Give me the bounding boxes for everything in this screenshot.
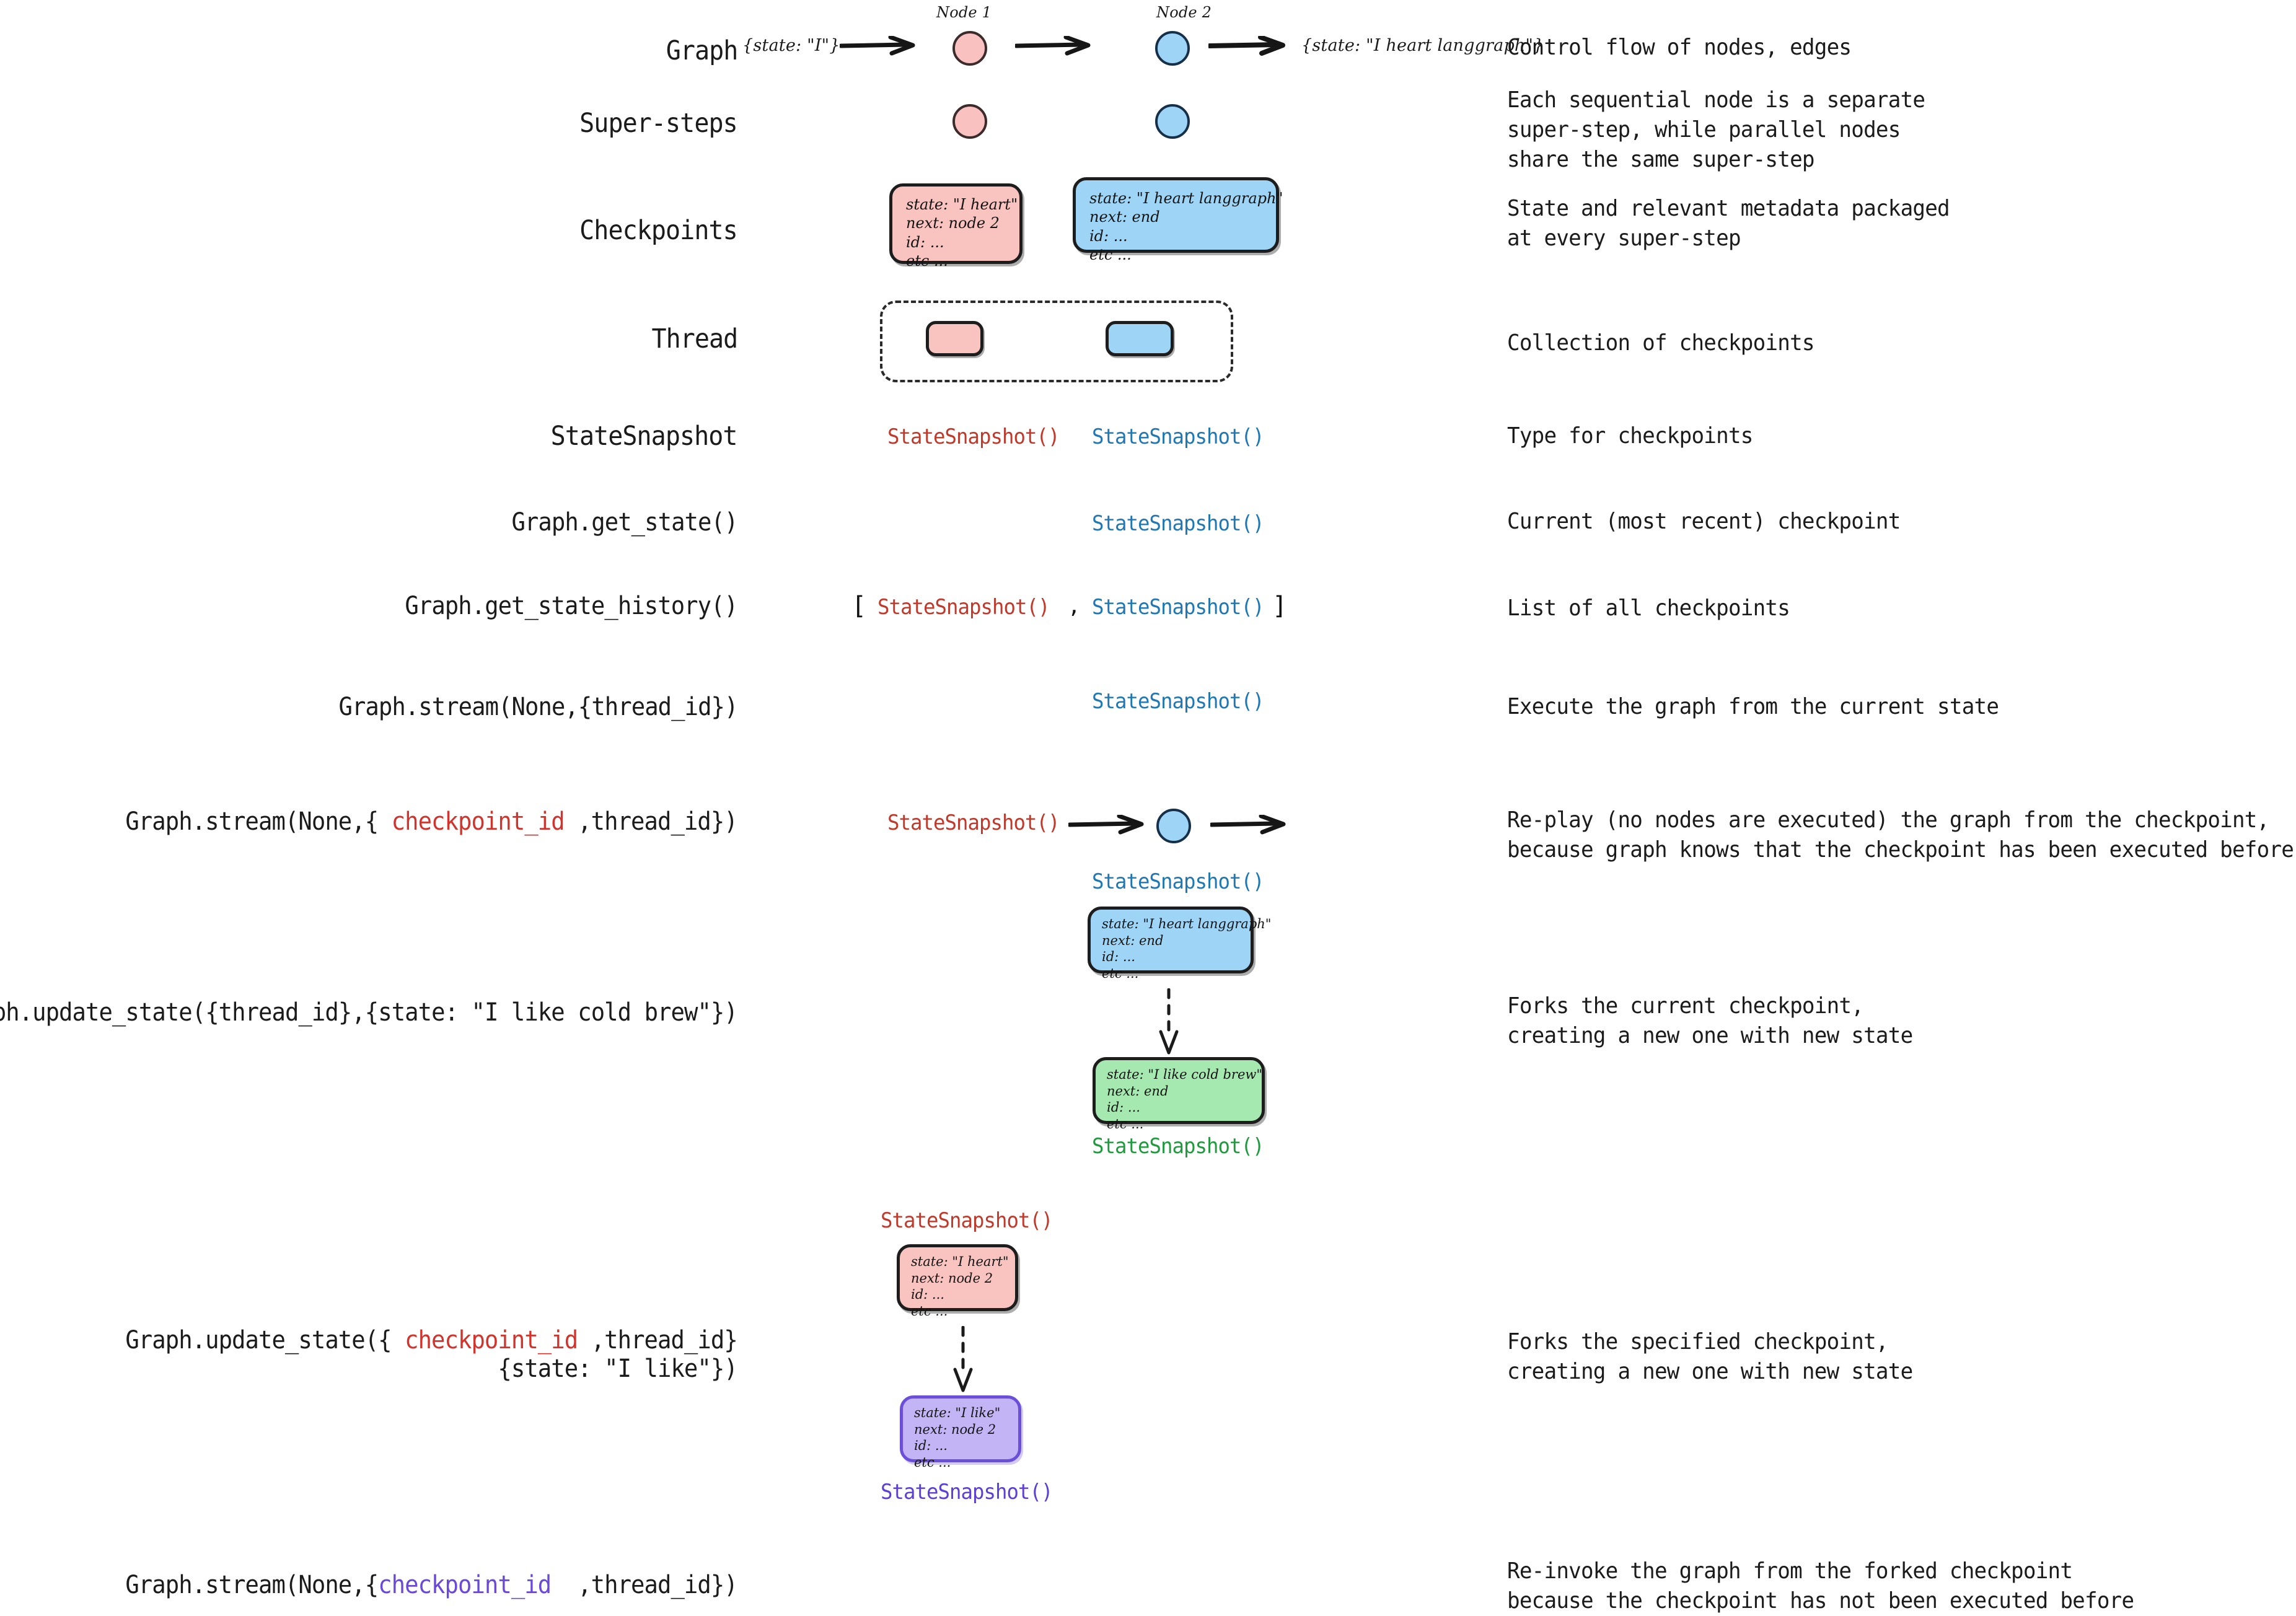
label-suffix: ,thread_id})	[564, 807, 738, 836]
label-keyword-checkpoint-id: checkpoint_id	[405, 1326, 578, 1355]
super-step-node-1	[952, 104, 987, 139]
row-label-graph: Graph	[666, 35, 738, 66]
card-line: etc ...	[1089, 246, 1132, 264]
row-label-state-snapshot: StateSnapshot	[551, 421, 738, 452]
row-label-stream-checkpoint: Graph.stream(None,{ checkpoint_id ,threa…	[125, 807, 738, 836]
replay-node-circle	[1156, 809, 1191, 843]
row-label-stream-forked: Graph.stream(None,{checkpoint_id ,thread…	[125, 1571, 738, 1599]
card-line: state: "I like cold brew"	[1107, 1067, 1263, 1082]
card-line: next: end	[1102, 933, 1164, 948]
fork2-result-snapshot-purple: StateSnapshot()	[881, 1480, 1053, 1504]
row-desc-super-steps: Each sequential node is a separate super…	[1507, 87, 1925, 172]
card-line: id: ...	[1102, 949, 1135, 965]
row-label-update-state-thread: Graph.update_state({thread_id},{state: "…	[0, 998, 738, 1027]
card-line: next: node 2	[906, 214, 1000, 232]
thread-checkpoint-pink	[926, 321, 983, 356]
edge-arrow-1	[840, 36, 915, 56]
label-suffix: ,thread_id})	[551, 1571, 738, 1599]
card-line: next: node 2	[911, 1270, 993, 1286]
row-desc-stream-thread: Execute the graph from the current state	[1507, 694, 1999, 719]
list-open-bracket: [	[851, 592, 867, 620]
replay-snapshot-red: StateSnapshot()	[887, 810, 1060, 835]
history-snapshot-blue: StateSnapshot()	[1092, 595, 1264, 620]
graph-input-state: {state: "I"}	[742, 36, 840, 55]
node2-caption: Node 2	[1156, 4, 1212, 21]
row-desc-graph: Control flow of nodes, edges	[1507, 35, 1852, 60]
row-desc-get-state-history: List of all checkpoints	[1507, 595, 1790, 621]
label-prefix: Graph.update_state({	[125, 1326, 405, 1355]
node-1-circle	[952, 31, 987, 66]
card-line: state: "I heart langgraph"	[1102, 916, 1272, 931]
card-line: etc ...	[914, 1454, 951, 1470]
list-close-bracket: ]	[1272, 592, 1288, 620]
row-desc-stream-checkpoint: Re-play (no nodes are executed) the grap…	[1507, 807, 2294, 863]
card-line: id: ...	[906, 233, 944, 251]
row-desc-checkpoints: State and relevant metadata packaged at …	[1507, 196, 1950, 251]
checkpoint-card-pink: state: "I heart" next: node 2 id: ... et…	[889, 183, 1023, 270]
fork-result-card-green: state: "I like cold brew" next: end id: …	[1093, 1057, 1265, 1131]
card-line: next: end	[1089, 208, 1160, 226]
card-line: id: ...	[914, 1438, 948, 1454]
graph-output-state: {state: "I heart langgraph"}	[1301, 36, 1544, 55]
label-suffix: ,thread_id}	[578, 1326, 738, 1355]
history-snapshot-red: StateSnapshot()	[877, 595, 1050, 620]
row-desc-get-state: Current (most recent) checkpoint	[1507, 509, 1901, 534]
card-line: id: ...	[911, 1287, 944, 1302]
card-line: state: "I heart"	[906, 196, 1018, 213]
fork-source-card-blue: state: "I heart langgraph" next: end id:…	[1088, 907, 1272, 981]
checkpoint-card-blue: state: "I heart langgraph" next: end id:…	[1073, 177, 1283, 263]
edge-arrow-3	[1208, 36, 1285, 56]
row-label-checkpoints: Checkpoints	[579, 215, 738, 246]
row-label-update-state-checkpoint: Graph.update_state({ checkpoint_id ,thre…	[125, 1326, 738, 1384]
node1-caption: Node 1	[936, 4, 992, 21]
label-keyword-checkpoint-id: checkpoint_id	[391, 807, 565, 836]
fork-dashed-arrow-1	[1159, 988, 1179, 1055]
node-2-circle	[1155, 31, 1190, 66]
row-label-super-steps: Super-steps	[579, 108, 738, 139]
row-desc-update-state-checkpoint: Forks the specified checkpoint, creating…	[1507, 1329, 1913, 1384]
stream-thread-snapshot-blue: StateSnapshot()	[1092, 689, 1264, 714]
row-desc-update-state-thread: Forks the current checkpoint, creating a…	[1507, 993, 1913, 1048]
row-desc-state-snapshot: Type for checkpoints	[1507, 423, 1753, 449]
fork-result-snapshot-green: StateSnapshot()	[1092, 1134, 1264, 1159]
card-line: etc ...	[911, 1303, 948, 1319]
thread-checkpoint-blue	[1106, 321, 1174, 356]
list-comma: ,	[1068, 594, 1081, 618]
fork-dashed-arrow-2	[953, 1326, 973, 1392]
card-line: state: "I heart langgraph"	[1089, 190, 1283, 207]
snapshot-caption-red: StateSnapshot()	[887, 424, 1060, 449]
card-line: etc ...	[906, 252, 948, 270]
card-line: etc ...	[1102, 965, 1139, 981]
card-line: etc ...	[1107, 1116, 1144, 1131]
fork2-source-card-pink: state: "I heart" next: node 2 id: ... et…	[897, 1244, 1018, 1319]
card-line: state: "I heart"	[911, 1254, 1009, 1269]
fork2-result-card-purple: state: "I like" next: node 2 id: ... etc…	[900, 1395, 1021, 1470]
thread-dashed-container	[880, 301, 1233, 382]
replay-arrow-1	[1068, 815, 1144, 835]
row-label-thread: Thread	[651, 323, 738, 354]
label-prefix: Graph.stream(None,{	[125, 807, 392, 836]
fork-source-snapshot-blue: StateSnapshot()	[1092, 869, 1264, 894]
fork2-source-snapshot-red: StateSnapshot()	[881, 1208, 1053, 1233]
label-keyword-checkpoint-id: checkpoint_id	[378, 1571, 552, 1599]
replay-arrow-2	[1210, 815, 1286, 835]
row-desc-stream-forked: Re-invoke the graph from the forked chec…	[1507, 1558, 2134, 1614]
get-state-snapshot-blue: StateSnapshot()	[1092, 511, 1264, 536]
card-line: next: end	[1107, 1083, 1169, 1099]
super-step-node-2	[1155, 104, 1190, 139]
card-line: id: ...	[1089, 227, 1128, 245]
label-prefix: Graph.stream(None,{	[125, 1571, 379, 1599]
row-label-stream-thread: Graph.stream(None,{thread_id})	[338, 693, 738, 721]
row-label-get-state-history: Graph.get_state_history()	[405, 592, 738, 620]
label-line2: {state: "I like"})	[498, 1355, 738, 1384]
row-desc-thread: Collection of checkpoints	[1507, 330, 1815, 356]
edge-arrow-2	[1015, 36, 1091, 56]
row-label-get-state: Graph.get_state()	[511, 508, 738, 537]
card-line: id: ...	[1107, 1100, 1140, 1115]
snapshot-caption-blue: StateSnapshot()	[1092, 424, 1264, 449]
card-line: state: "I like"	[914, 1405, 1001, 1420]
card-line: next: node 2	[914, 1421, 996, 1437]
